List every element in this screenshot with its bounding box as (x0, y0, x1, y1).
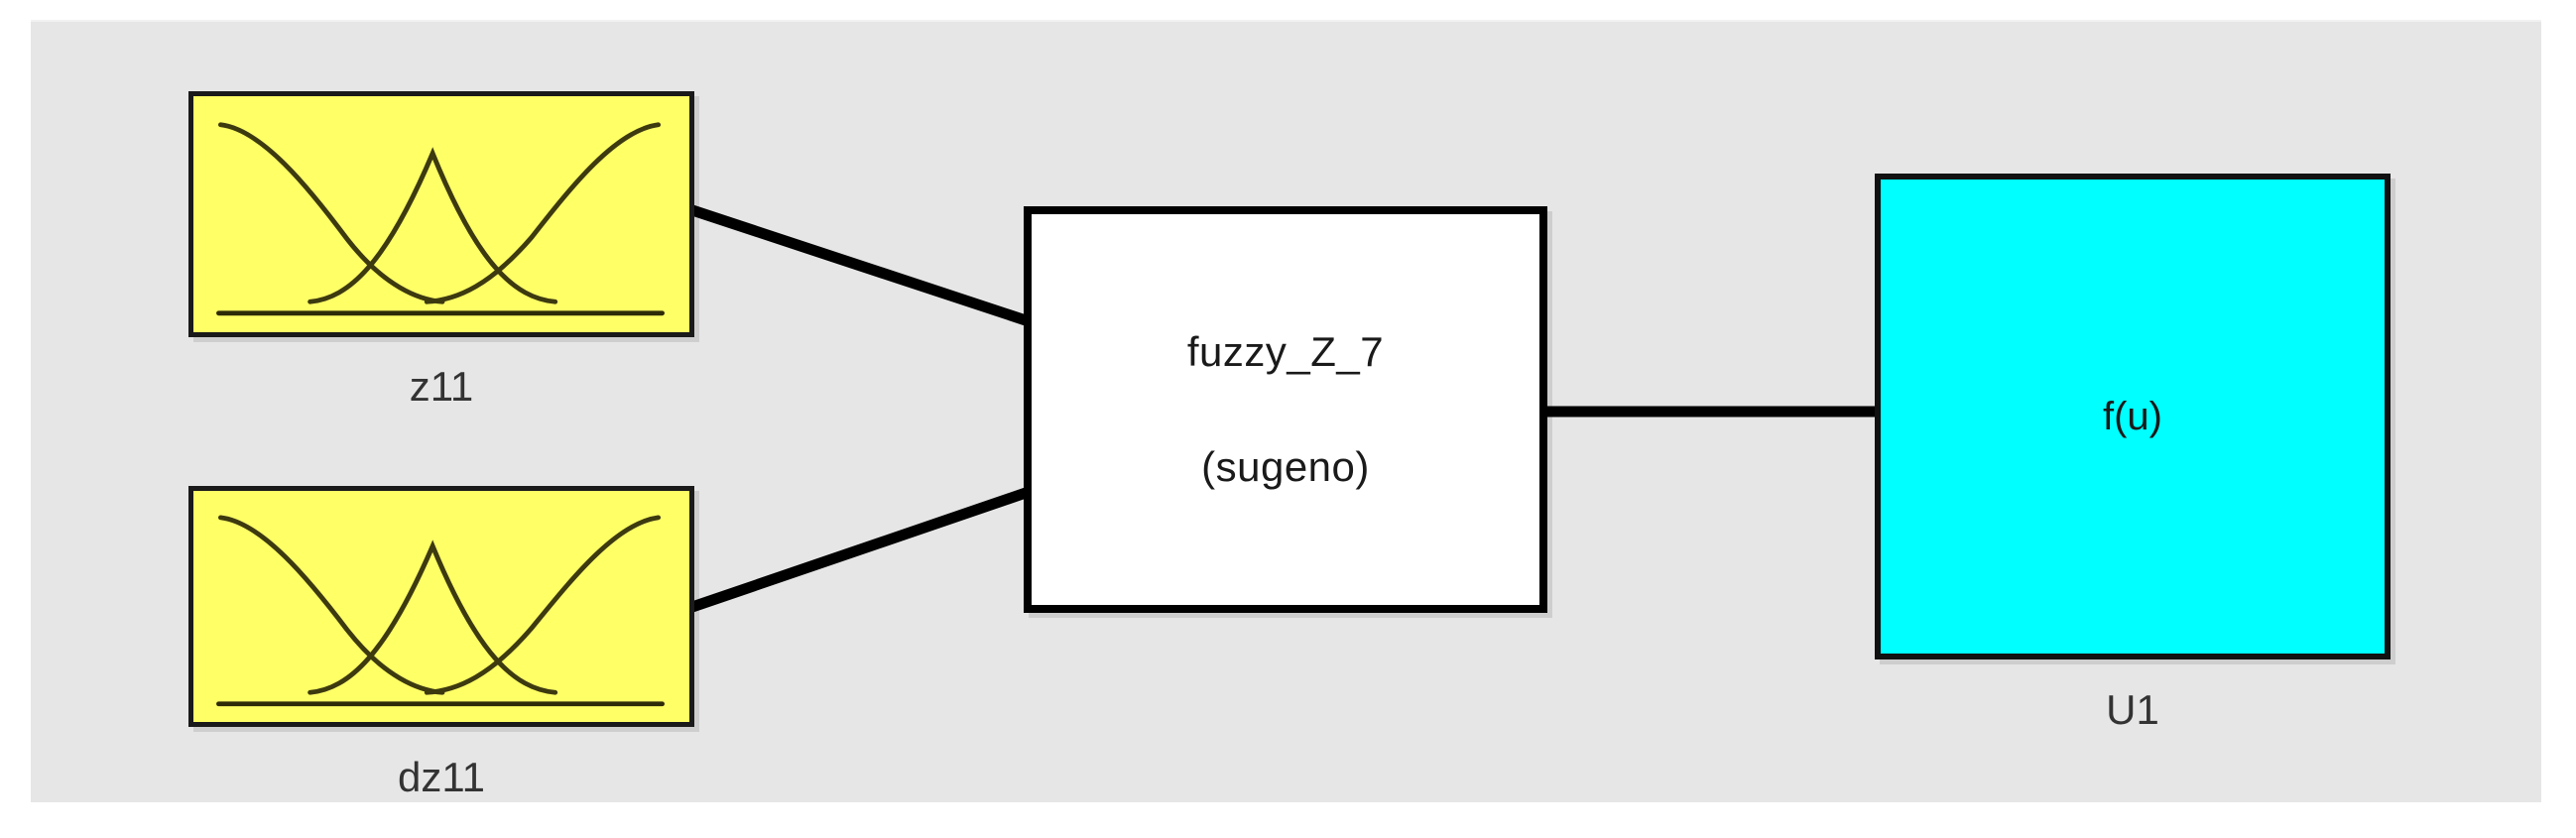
block-u1-fcn[interactable]: f(u) (1875, 174, 2391, 659)
block-label-dz11: dz11 (398, 754, 485, 800)
membership-function-curves-icon (216, 122, 665, 316)
block-dz11[interactable] (188, 486, 694, 727)
block-z11[interactable] (188, 91, 694, 337)
block-label-z11: z11 (409, 363, 474, 410)
block-label-u1: U1 (2106, 686, 2159, 733)
block-fuzzy-logic-controller[interactable]: fuzzy_Z_7 (sugeno) (1024, 206, 1547, 613)
fcn-expression-text: f(u) (2103, 394, 2162, 438)
fis-type-text: (sugeno) (1201, 443, 1370, 490)
fis-name-text: fuzzy_Z_7 (1186, 328, 1385, 375)
membership-function-curves-icon (216, 515, 665, 707)
